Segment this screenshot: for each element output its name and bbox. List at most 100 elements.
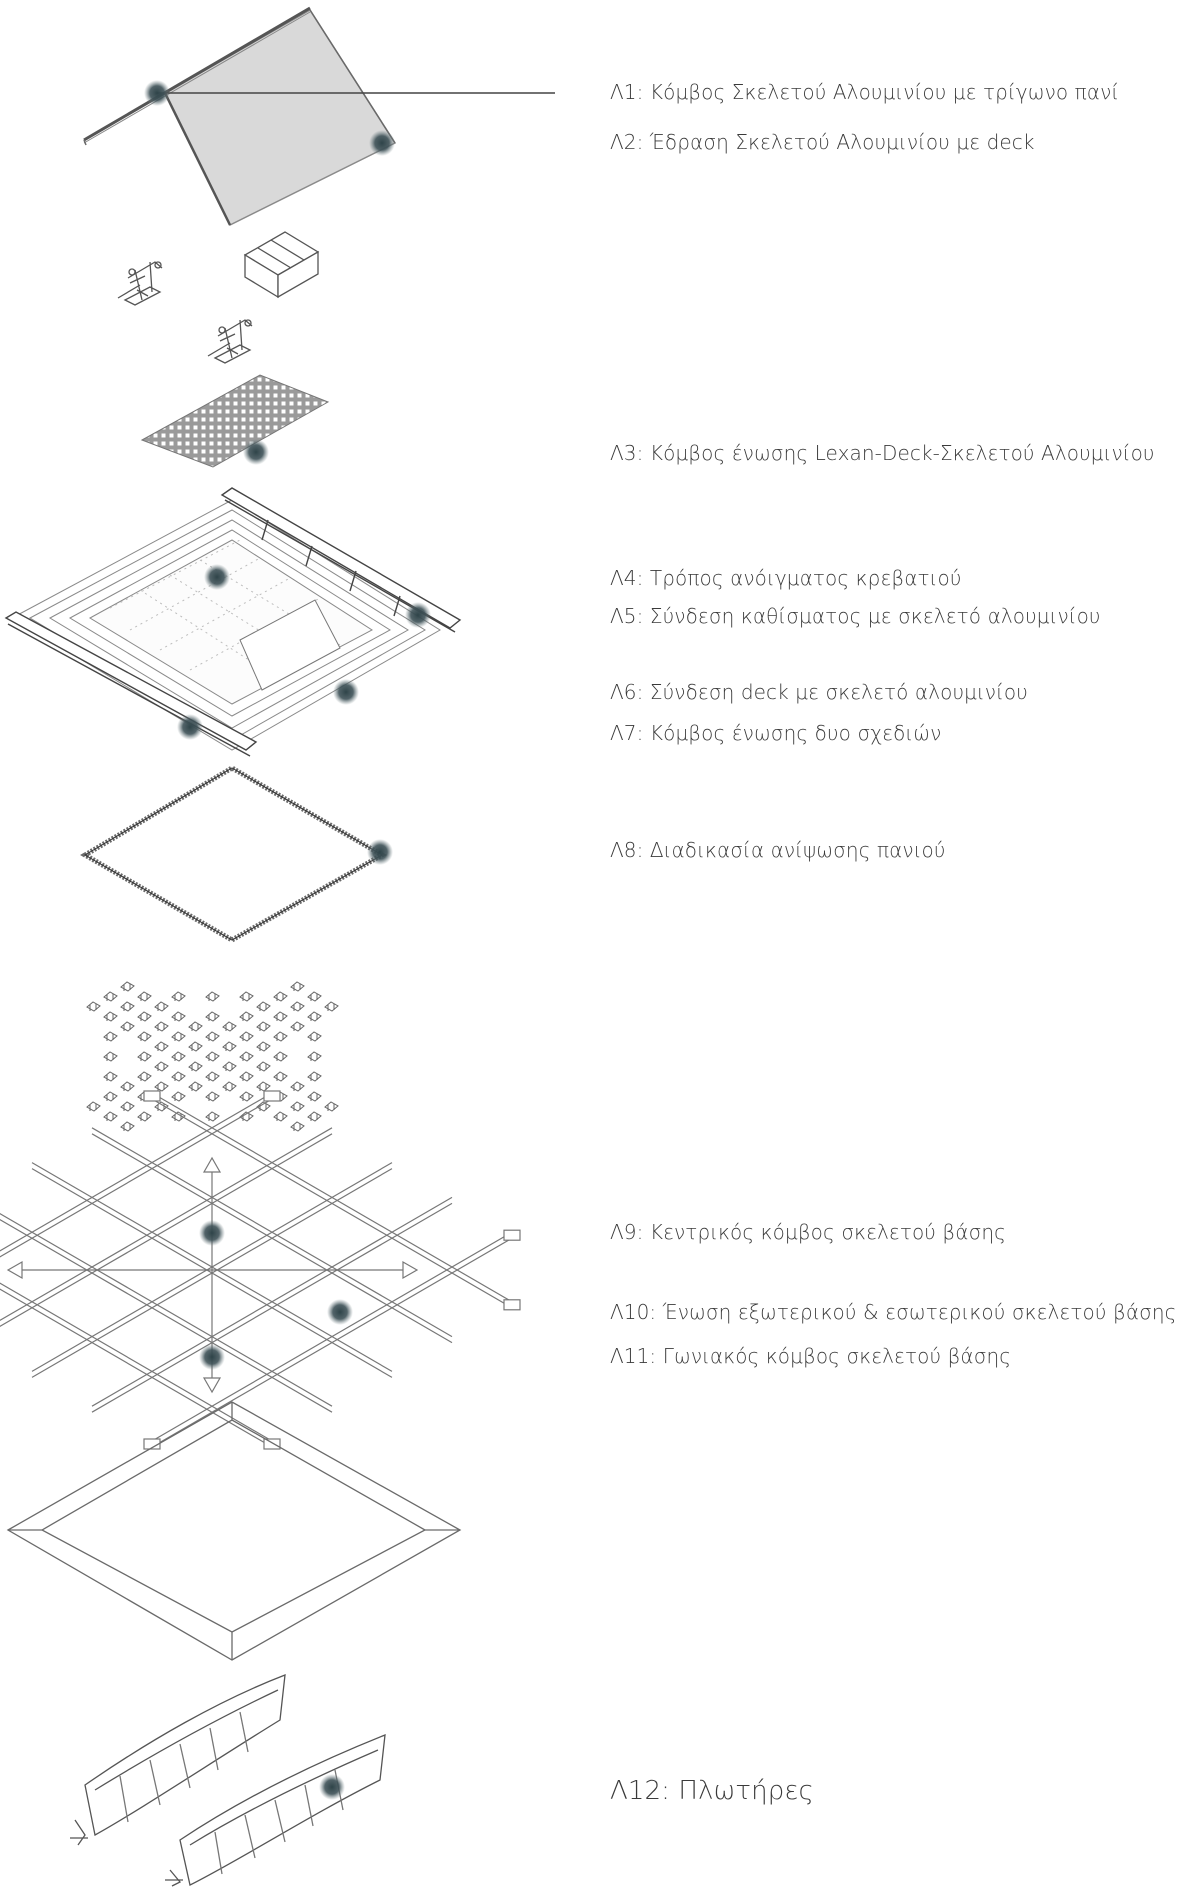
- clip: [154, 1081, 169, 1092]
- clip: [239, 1051, 254, 1062]
- clip: [154, 1001, 169, 1012]
- clip: [137, 1011, 152, 1022]
- clip: [222, 1021, 237, 1032]
- clip: [103, 1011, 118, 1022]
- clip: [103, 1051, 118, 1062]
- label-l9: Λ9: Κεντρικός κόμβος σκελετού βάσης: [610, 1220, 1006, 1244]
- detail-marker-6: [333, 679, 359, 705]
- clip: [239, 1071, 254, 1082]
- clip: [188, 1061, 203, 1072]
- clip: [188, 1081, 203, 1092]
- label-l10: Λ10: Ένωση εξωτερικού & εσωτερικού σκελε…: [610, 1300, 1177, 1324]
- clip: [103, 1071, 118, 1082]
- clip: [171, 1051, 186, 1062]
- clip: [154, 1041, 169, 1052]
- clip: [205, 991, 220, 1002]
- clip: [256, 1081, 271, 1092]
- label-l3: Λ3: Κόμβος ένωσης Lexan-Deck-Σκελετού Αλ…: [610, 441, 1155, 465]
- clip: [137, 1031, 152, 1042]
- clip: [86, 1001, 101, 1012]
- clip: [120, 1121, 135, 1132]
- clip: [256, 1001, 271, 1012]
- clip: [171, 1011, 186, 1022]
- clip: [188, 1041, 203, 1052]
- detail-marker-1: [144, 80, 170, 106]
- clip: [205, 1011, 220, 1022]
- clip: [188, 1021, 203, 1032]
- clip: [205, 1031, 220, 1042]
- clip: [239, 1111, 254, 1122]
- clip: [222, 1061, 237, 1072]
- label-l12: Λ12: Πλωτήρες: [610, 1776, 814, 1806]
- clip: [290, 1001, 305, 1012]
- clip: [120, 1081, 135, 1092]
- clip: [222, 1081, 237, 1092]
- clip: [307, 1071, 322, 1082]
- deck-platform-component: [4, 487, 462, 757]
- clip: [290, 1081, 305, 1092]
- clip: [171, 1111, 186, 1122]
- clip: [171, 1031, 186, 1042]
- label-l2: Λ2: Έδραση Σκελετού Αλουμινίου με deck: [610, 130, 1035, 154]
- clip: [171, 1091, 186, 1102]
- pontoons-component: [70, 1674, 386, 1887]
- clip: [307, 1031, 322, 1042]
- clip: [239, 991, 254, 1002]
- clip: [307, 1011, 322, 1022]
- detail-marker-7: [177, 714, 203, 740]
- clip: [103, 991, 118, 1002]
- clip: [154, 1021, 169, 1032]
- clip: [103, 1111, 118, 1122]
- clip: [324, 1101, 339, 1112]
- clip: [137, 991, 152, 1002]
- clip: [290, 981, 305, 992]
- label-l4: Λ4: Τρόπος ανόιγματος κρεβατιού: [610, 566, 962, 590]
- clip: [120, 1021, 135, 1032]
- clip: [137, 1111, 152, 1122]
- clip: [307, 1051, 322, 1062]
- clip: [103, 1031, 118, 1042]
- clip: [86, 1101, 101, 1112]
- clip: [137, 1071, 152, 1082]
- clip: [239, 1031, 254, 1042]
- detail-marker-3: [243, 439, 269, 465]
- square-frame-component: [80, 765, 388, 943]
- clip: [239, 1091, 254, 1102]
- clip: [120, 981, 135, 992]
- detail-marker-11: [199, 1344, 225, 1370]
- detail-marker-5: [405, 602, 431, 628]
- leader-lines: [157, 92, 555, 1788]
- clip: [307, 991, 322, 1002]
- clip: [256, 1061, 271, 1072]
- clip: [205, 1051, 220, 1062]
- clip: [154, 1061, 169, 1072]
- clip: [273, 1031, 288, 1042]
- clip: [256, 1041, 271, 1052]
- clip: [171, 991, 186, 1002]
- clip: [273, 1051, 288, 1062]
- detail-marker-12: [319, 1774, 345, 1800]
- detail-marker-9: [199, 1220, 225, 1246]
- clip: [290, 1101, 305, 1112]
- clip: [205, 1091, 220, 1102]
- clip: [273, 1111, 288, 1122]
- detail-marker-10: [327, 1299, 353, 1325]
- clip: [239, 1011, 254, 1022]
- clip: [290, 1021, 305, 1032]
- label-l7: Λ7: Κόμβος ένωσης δυο σχεδιών: [610, 721, 942, 745]
- detail-marker-2: [369, 130, 395, 156]
- clip: [273, 991, 288, 1002]
- clip: [256, 1021, 271, 1032]
- label-l1: Λ1: Κόμβος Σκελετού Αλουμινίου με τρίγων…: [610, 80, 1120, 104]
- label-l11: Λ11: Γωνιακός κόμβος σκελετού βάσης: [610, 1344, 1012, 1368]
- clip: [273, 1011, 288, 1022]
- clip: [171, 1071, 186, 1082]
- detail-markers: [144, 80, 431, 1800]
- hull-tray-component: [6, 1401, 462, 1661]
- clip: [120, 1101, 135, 1112]
- detail-marker-8: [367, 839, 393, 865]
- clip: [222, 1041, 237, 1052]
- chairs-and-bench-component: [117, 231, 320, 364]
- clip: [307, 1091, 322, 1102]
